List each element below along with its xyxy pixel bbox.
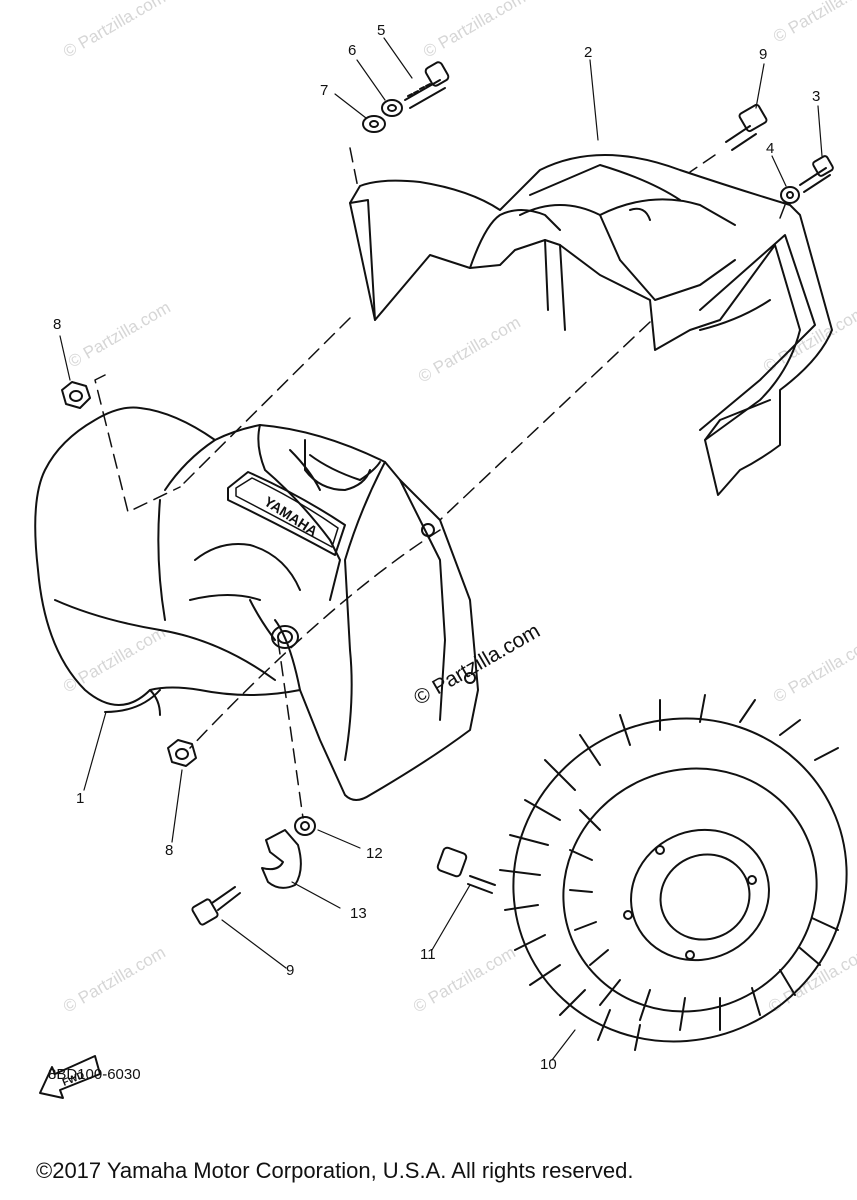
bolt-3: [799, 155, 834, 193]
callout-8-upper: 8: [53, 316, 62, 333]
alignment-lines: [94, 147, 786, 819]
bolt-9-lower: [191, 886, 241, 926]
callout-3: 3: [812, 88, 821, 105]
yamaha-emblem: [227, 471, 346, 556]
callout-9-upper: 9: [759, 46, 768, 63]
callout-1: 1: [76, 790, 85, 807]
clip-13: [261, 829, 302, 889]
washer-4: [780, 186, 800, 204]
cover-mount-hole: [421, 523, 435, 537]
bolt-5: [404, 61, 450, 109]
callout-13: 13: [350, 905, 367, 922]
callout-6: 6: [348, 42, 357, 59]
callout-7: 7: [320, 82, 329, 99]
flywheel-fan: [499, 694, 848, 1051]
main-fan-cover: [34, 406, 479, 801]
nut-8-upper: [61, 381, 91, 409]
nut-8-lower: [167, 739, 197, 767]
callout-11: 11: [420, 946, 436, 963]
callout-10: 10: [540, 1056, 557, 1073]
callout-5: 5: [377, 22, 386, 39]
washer-6: [381, 99, 403, 117]
cover-grommet: [271, 625, 299, 649]
upper-air-shroud: [349, 154, 833, 496]
bolt-9-upper: [725, 103, 768, 151]
callout-4: 4: [766, 140, 775, 157]
grommet-12: [294, 816, 316, 836]
cover-mount-hole: [464, 672, 476, 684]
leader-lines: [59, 37, 823, 1061]
forward-arrow-icon: [39, 1055, 101, 1099]
copyright-notice: ©2017 Yamaha Motor Corporation, U.S.A. A…: [36, 1158, 634, 1183]
bolt-11: [436, 846, 496, 894]
callout-8-lower: 8: [165, 842, 174, 859]
callout-12: 12: [366, 845, 383, 862]
washer-7: [362, 115, 386, 133]
callout-9-lower: 9: [286, 962, 295, 979]
drawing-code: 8BD100-6030: [48, 1066, 141, 1083]
callout-2: 2: [584, 44, 593, 61]
